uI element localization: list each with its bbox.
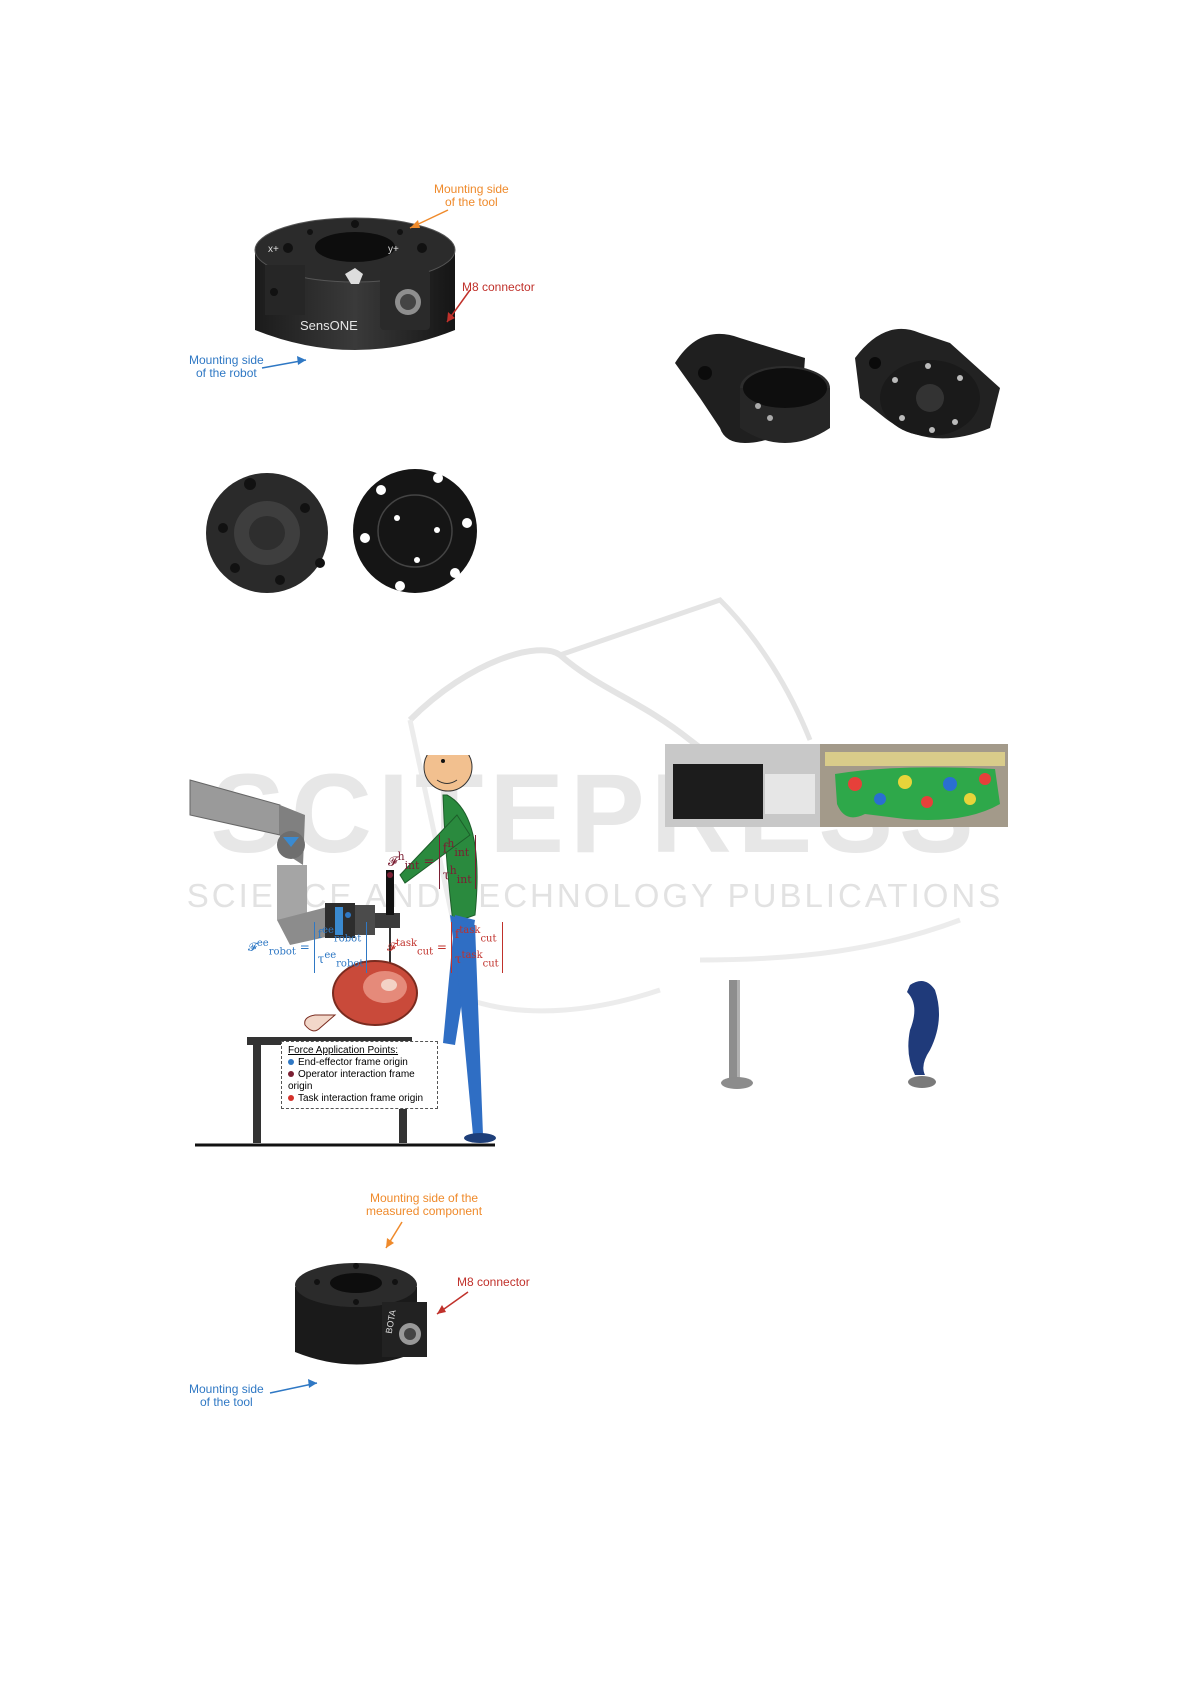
formula-robot-f-sub: robot xyxy=(333,933,362,945)
formula-robot-sub: robot xyxy=(268,946,296,958)
formula-cut: 𝓕taskcut = ftaskcut τtaskcut xyxy=(387,922,503,973)
legend-item: Task interaction frame origin xyxy=(288,1093,431,1105)
formula-cut-symbol: 𝓕 xyxy=(387,939,396,954)
formula-cut-sub: cut xyxy=(417,946,434,958)
formula-int-tau: τ xyxy=(442,868,450,884)
sensone-sensor-image: x+ y+ SensONE xyxy=(254,217,456,350)
formula-int-f: f xyxy=(442,841,448,857)
robot-operator-drawing xyxy=(189,755,496,1147)
sensone-label-robot: Mounting side of the robot xyxy=(189,354,264,380)
sensone-label-robot-line2: of the robot xyxy=(196,366,257,380)
adapter-plates-image xyxy=(206,469,477,593)
formula-int-f-sub: int xyxy=(454,845,470,859)
formula-robot-tau: τ xyxy=(317,952,325,967)
sensone-brand: SensONE xyxy=(300,318,358,333)
bota-label-component-line2: measured component xyxy=(366,1204,483,1218)
formula-robot: 𝓕eerobot = feerobot τeerobot xyxy=(248,922,368,973)
formula-robot-tau-sub: robot xyxy=(336,958,364,970)
sensone-arrows xyxy=(261,209,471,369)
sensone-label-tool: Mounting side of the tool xyxy=(434,183,509,209)
formula-int-sup: h xyxy=(397,850,405,864)
legend-item-operator: Operator interaction frame origin xyxy=(288,1069,415,1092)
bota-sensor-image: BOTA xyxy=(295,1263,427,1365)
force-points-legend: Force Application Points: End-effector f… xyxy=(281,1041,438,1109)
legend-dot-ee xyxy=(288,1059,294,1066)
formula-cut-tau-sub: cut xyxy=(482,958,499,970)
legend-dot-task xyxy=(288,1095,294,1102)
formula-cut-tau: τ xyxy=(454,952,462,967)
sensone-axis-y: y+ xyxy=(388,244,399,255)
bota-label-tool-line2: of the tool xyxy=(200,1395,253,1409)
formula-cut-f-sub: cut xyxy=(480,933,497,945)
formula-robot-sup: ee xyxy=(256,937,269,949)
bota-label-tool-line1: Mounting side xyxy=(189,1382,264,1396)
knife-scan-photo-image xyxy=(665,744,1008,827)
bota-arrows xyxy=(269,1221,469,1394)
sensone-label-tool-line2: of the tool xyxy=(445,195,498,209)
formula-int-symbol: 𝓕 xyxy=(388,854,398,870)
formula-cut-f: f xyxy=(454,927,460,941)
bota-label-component: Mounting side of the measured component xyxy=(366,1192,482,1218)
legend-title: Force Application Points: xyxy=(288,1045,399,1056)
formula-robot-f-sup: ee xyxy=(322,925,334,936)
legend-item-ee: End-effector frame origin xyxy=(298,1057,408,1068)
formula-int-tau-sub: int xyxy=(456,872,472,886)
formula-cut-f-sup: task xyxy=(459,925,481,936)
formula-robot-symbol: 𝓕 xyxy=(248,939,257,954)
formula-cut-sup: task xyxy=(395,937,418,949)
bota-label-component-line1: Mounting side of the xyxy=(370,1191,479,1205)
sensone-label-robot-line1: Mounting side xyxy=(189,353,264,367)
stand-and-knife-image xyxy=(721,980,939,1089)
sensone-label-tool-line1: Mounting side xyxy=(434,182,509,196)
formula-int-f-sup: h xyxy=(447,837,455,850)
knife-holder-parts-image xyxy=(675,328,1000,443)
bota-label-connector: M8 connector xyxy=(457,1275,530,1289)
formula-interaction: 𝓕hint = fhint τhint xyxy=(388,835,476,889)
bota-brand: BOTA xyxy=(384,1309,398,1334)
legend-item: Operator interaction frame origin xyxy=(288,1069,431,1093)
formula-cut-tau-sup: task xyxy=(461,950,483,962)
legend-dot-operator xyxy=(288,1071,294,1078)
bota-label-tool: Mounting side of the tool xyxy=(189,1383,264,1409)
legend-item-task: Task interaction frame origin xyxy=(298,1093,424,1104)
formula-int-tau-sup: h xyxy=(449,863,457,877)
legend-item: End-effector frame origin xyxy=(288,1057,431,1069)
knife-scan-photos xyxy=(665,744,1008,827)
formula-robot-f: f xyxy=(317,927,323,941)
formula-int-sub: int xyxy=(404,859,420,873)
sensone-axis-x: x+ xyxy=(268,244,279,255)
formula-robot-tau-sup: ee xyxy=(324,950,337,962)
sensone-label-connector: M8 connector xyxy=(462,280,535,294)
